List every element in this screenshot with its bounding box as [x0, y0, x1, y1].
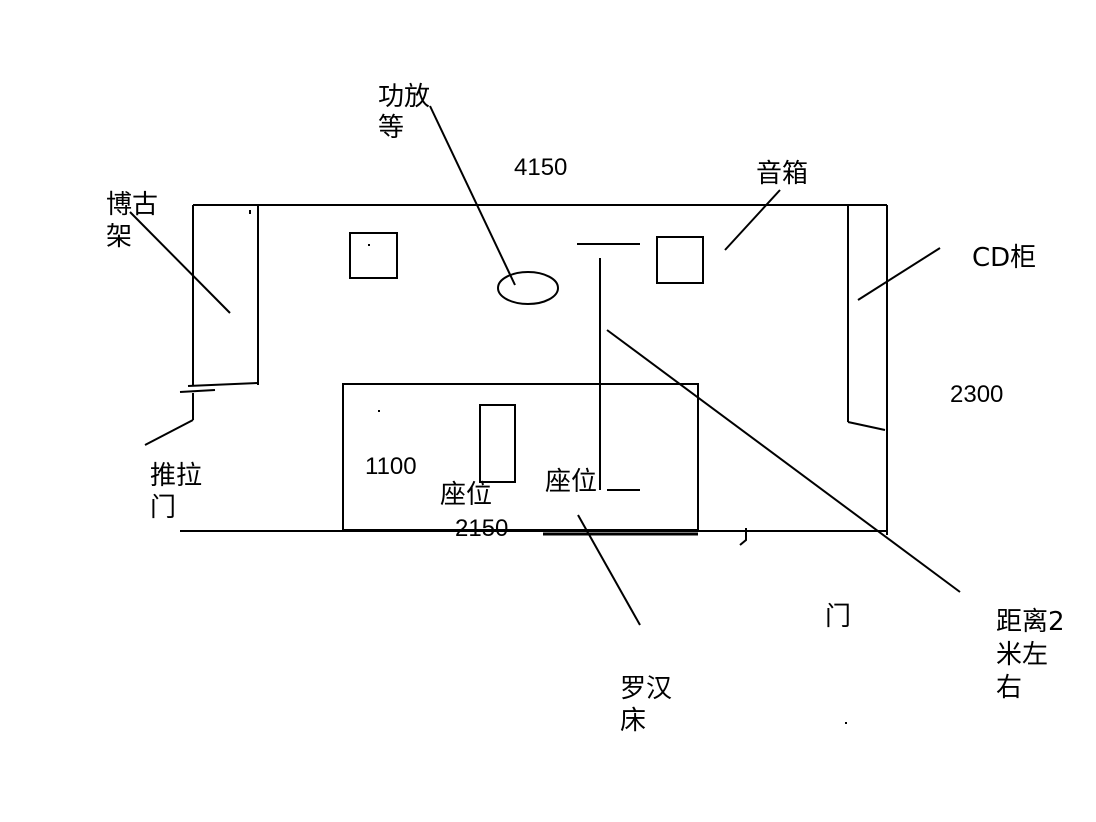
height-dimension: 2300	[950, 381, 1003, 408]
sliding-door-pointer	[144, 419, 194, 446]
luohan-bed-label: 罗汉	[620, 674, 672, 704]
bed-table	[479, 404, 516, 483]
sliding-door-label: 门	[150, 493, 176, 523]
seat-right-label: 座位	[545, 467, 597, 497]
amplifier-label: 功放	[378, 82, 430, 112]
bed-width-dimension: 2150	[455, 515, 508, 542]
speaker-label: 音箱	[756, 159, 808, 189]
door-label: 门	[825, 602, 851, 632]
speaker-right	[656, 236, 704, 284]
distance-label: 右	[996, 673, 1022, 703]
distance-pointer	[606, 329, 961, 593]
shelf-label: 博古	[106, 190, 158, 220]
width-dimension: 4150	[514, 154, 567, 181]
speaker-dot	[368, 244, 370, 246]
door-mark	[739, 528, 747, 546]
shelf-label: 架	[106, 222, 132, 252]
amplifier	[497, 271, 559, 305]
amplifier-label: 等	[378, 113, 404, 143]
distance-label: 距离2	[996, 607, 1065, 637]
bed-depth-dimension: 1100	[365, 453, 417, 480]
bed-pointer	[577, 514, 641, 626]
dot	[845, 722, 847, 724]
distance-label: 米左	[996, 640, 1048, 670]
amplifier-pointer	[429, 105, 516, 286]
seat-left-label: 座位	[440, 480, 492, 510]
luohan-bed-label: 床	[620, 706, 646, 736]
luohan-bed	[342, 383, 699, 531]
sliding-door-top	[179, 389, 216, 393]
shelf-bottom	[187, 382, 259, 387]
cd-pointer	[857, 247, 941, 301]
speaker-left	[349, 232, 398, 279]
speaker-pointer	[724, 189, 781, 251]
sliding-door-label: 推拉	[150, 461, 202, 491]
cd-cabinet-label: CD柜	[972, 243, 1036, 273]
dot	[378, 410, 380, 412]
shelf-pointer	[129, 211, 231, 314]
cd-cabinet-bottom	[847, 421, 886, 431]
